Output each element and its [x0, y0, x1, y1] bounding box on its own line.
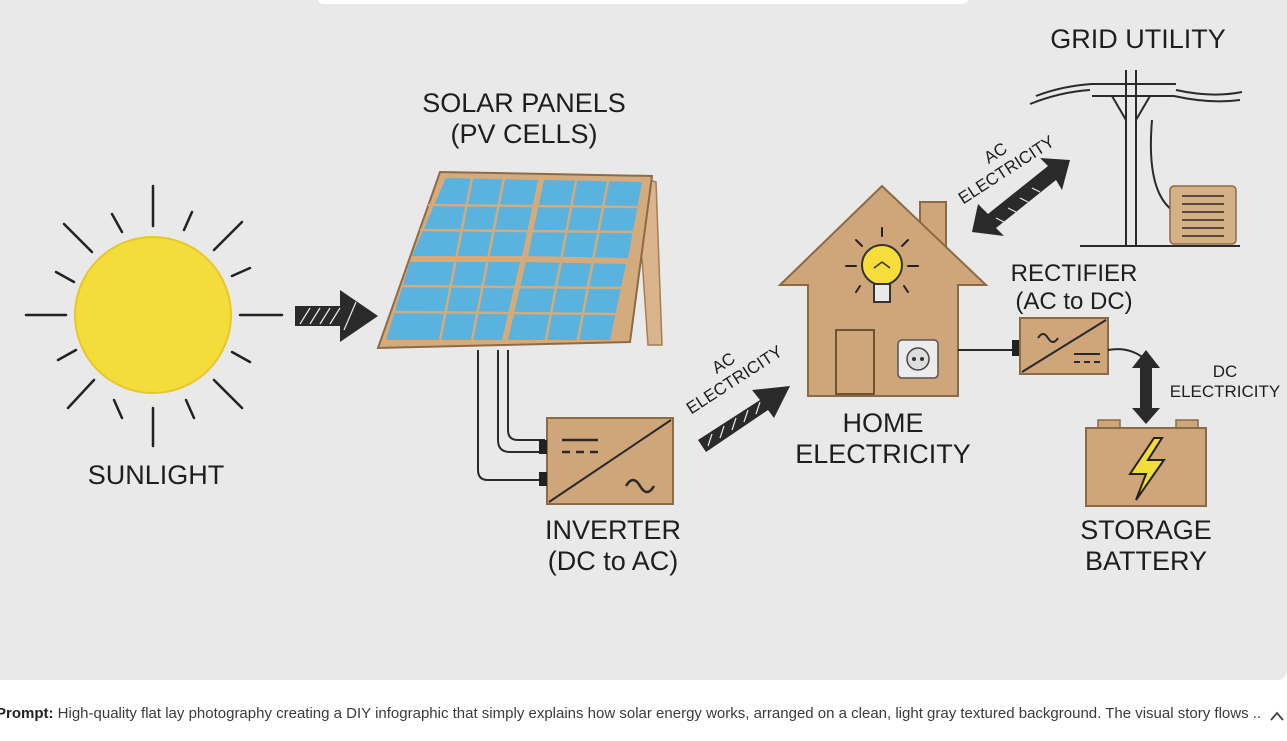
generated-image[interactable]: SUNLIGHT SOLAR PANELS (PV CELLS) INVERTE…: [0, 0, 1287, 680]
sunlight-text: SUNLIGHT: [87, 460, 225, 490]
battery-text-line2: BATTERY: [1084, 546, 1208, 577]
arrow-diagonal-icon: [698, 386, 790, 452]
label-home-electricity: HOME ELECTRICITY: [790, 408, 976, 470]
image-top-bar: [318, 0, 968, 4]
label-solar-panels: SOLAR PANELS (PV CELLS): [410, 88, 638, 150]
plug-icon: [1012, 340, 1020, 356]
label-rectifier: RECTIFIER (AC to DC): [1006, 260, 1142, 315]
home-text-line1: HOME: [842, 408, 924, 438]
cable-spool-icon: [1169, 185, 1237, 245]
dc-electricity-text: ELECTRICITY: [1169, 381, 1281, 401]
rectifier-text-line1: RECTIFIER: [1010, 260, 1138, 287]
rectifier-icon: [1019, 317, 1147, 375]
chevron-up-icon: [1270, 711, 1284, 721]
vertical-double-arrow-icon: [1132, 350, 1160, 424]
inverter-icon: [539, 417, 674, 505]
battery-icon: [1085, 419, 1207, 507]
inverter-text-line1: INVERTER: [544, 515, 682, 545]
solar-panels-text-line1: SOLAR PANELS: [422, 88, 626, 118]
label-dc-electricity: DC ELECTRICITY: [1164, 362, 1286, 401]
prompt-text: High-quality flat lay photography creati…: [57, 705, 1261, 722]
dc-text: DC: [1212, 362, 1238, 381]
rectifier-text-line2: (AC to DC): [1015, 287, 1133, 315]
solar-panels-text-line2: (PV CELLS): [450, 119, 598, 150]
prompt-caption: Prompt: High-quality flat lay photograph…: [0, 705, 1261, 727]
grid-utility-text: GRID UTILITY: [1050, 24, 1226, 54]
home-text-line2: ELECTRICITY: [795, 439, 971, 470]
prompt-label: Prompt:: [0, 705, 54, 722]
label-grid-utility: GRID UTILITY: [1040, 24, 1236, 55]
arrow-right-icon: [295, 290, 378, 342]
light-bulb-icon: [845, 227, 919, 303]
expand-button[interactable]: [1268, 707, 1286, 725]
infographic-artwork: [24, 70, 1243, 507]
sun-icon: [24, 184, 284, 448]
wire: [477, 350, 545, 481]
double-arrow-icon: [972, 158, 1070, 236]
label-sunlight: SUNLIGHT: [76, 460, 236, 491]
solar-panel-icon: [376, 170, 663, 350]
label-inverter: INVERTER (DC to AC): [530, 515, 696, 577]
battery-text-line1: STORAGE: [1080, 515, 1212, 545]
label-storage-battery: STORAGE BATTERY: [1066, 515, 1226, 577]
inverter-text-line2: (DC to AC): [547, 546, 679, 577]
utility-pole-icon: [1029, 70, 1243, 247]
